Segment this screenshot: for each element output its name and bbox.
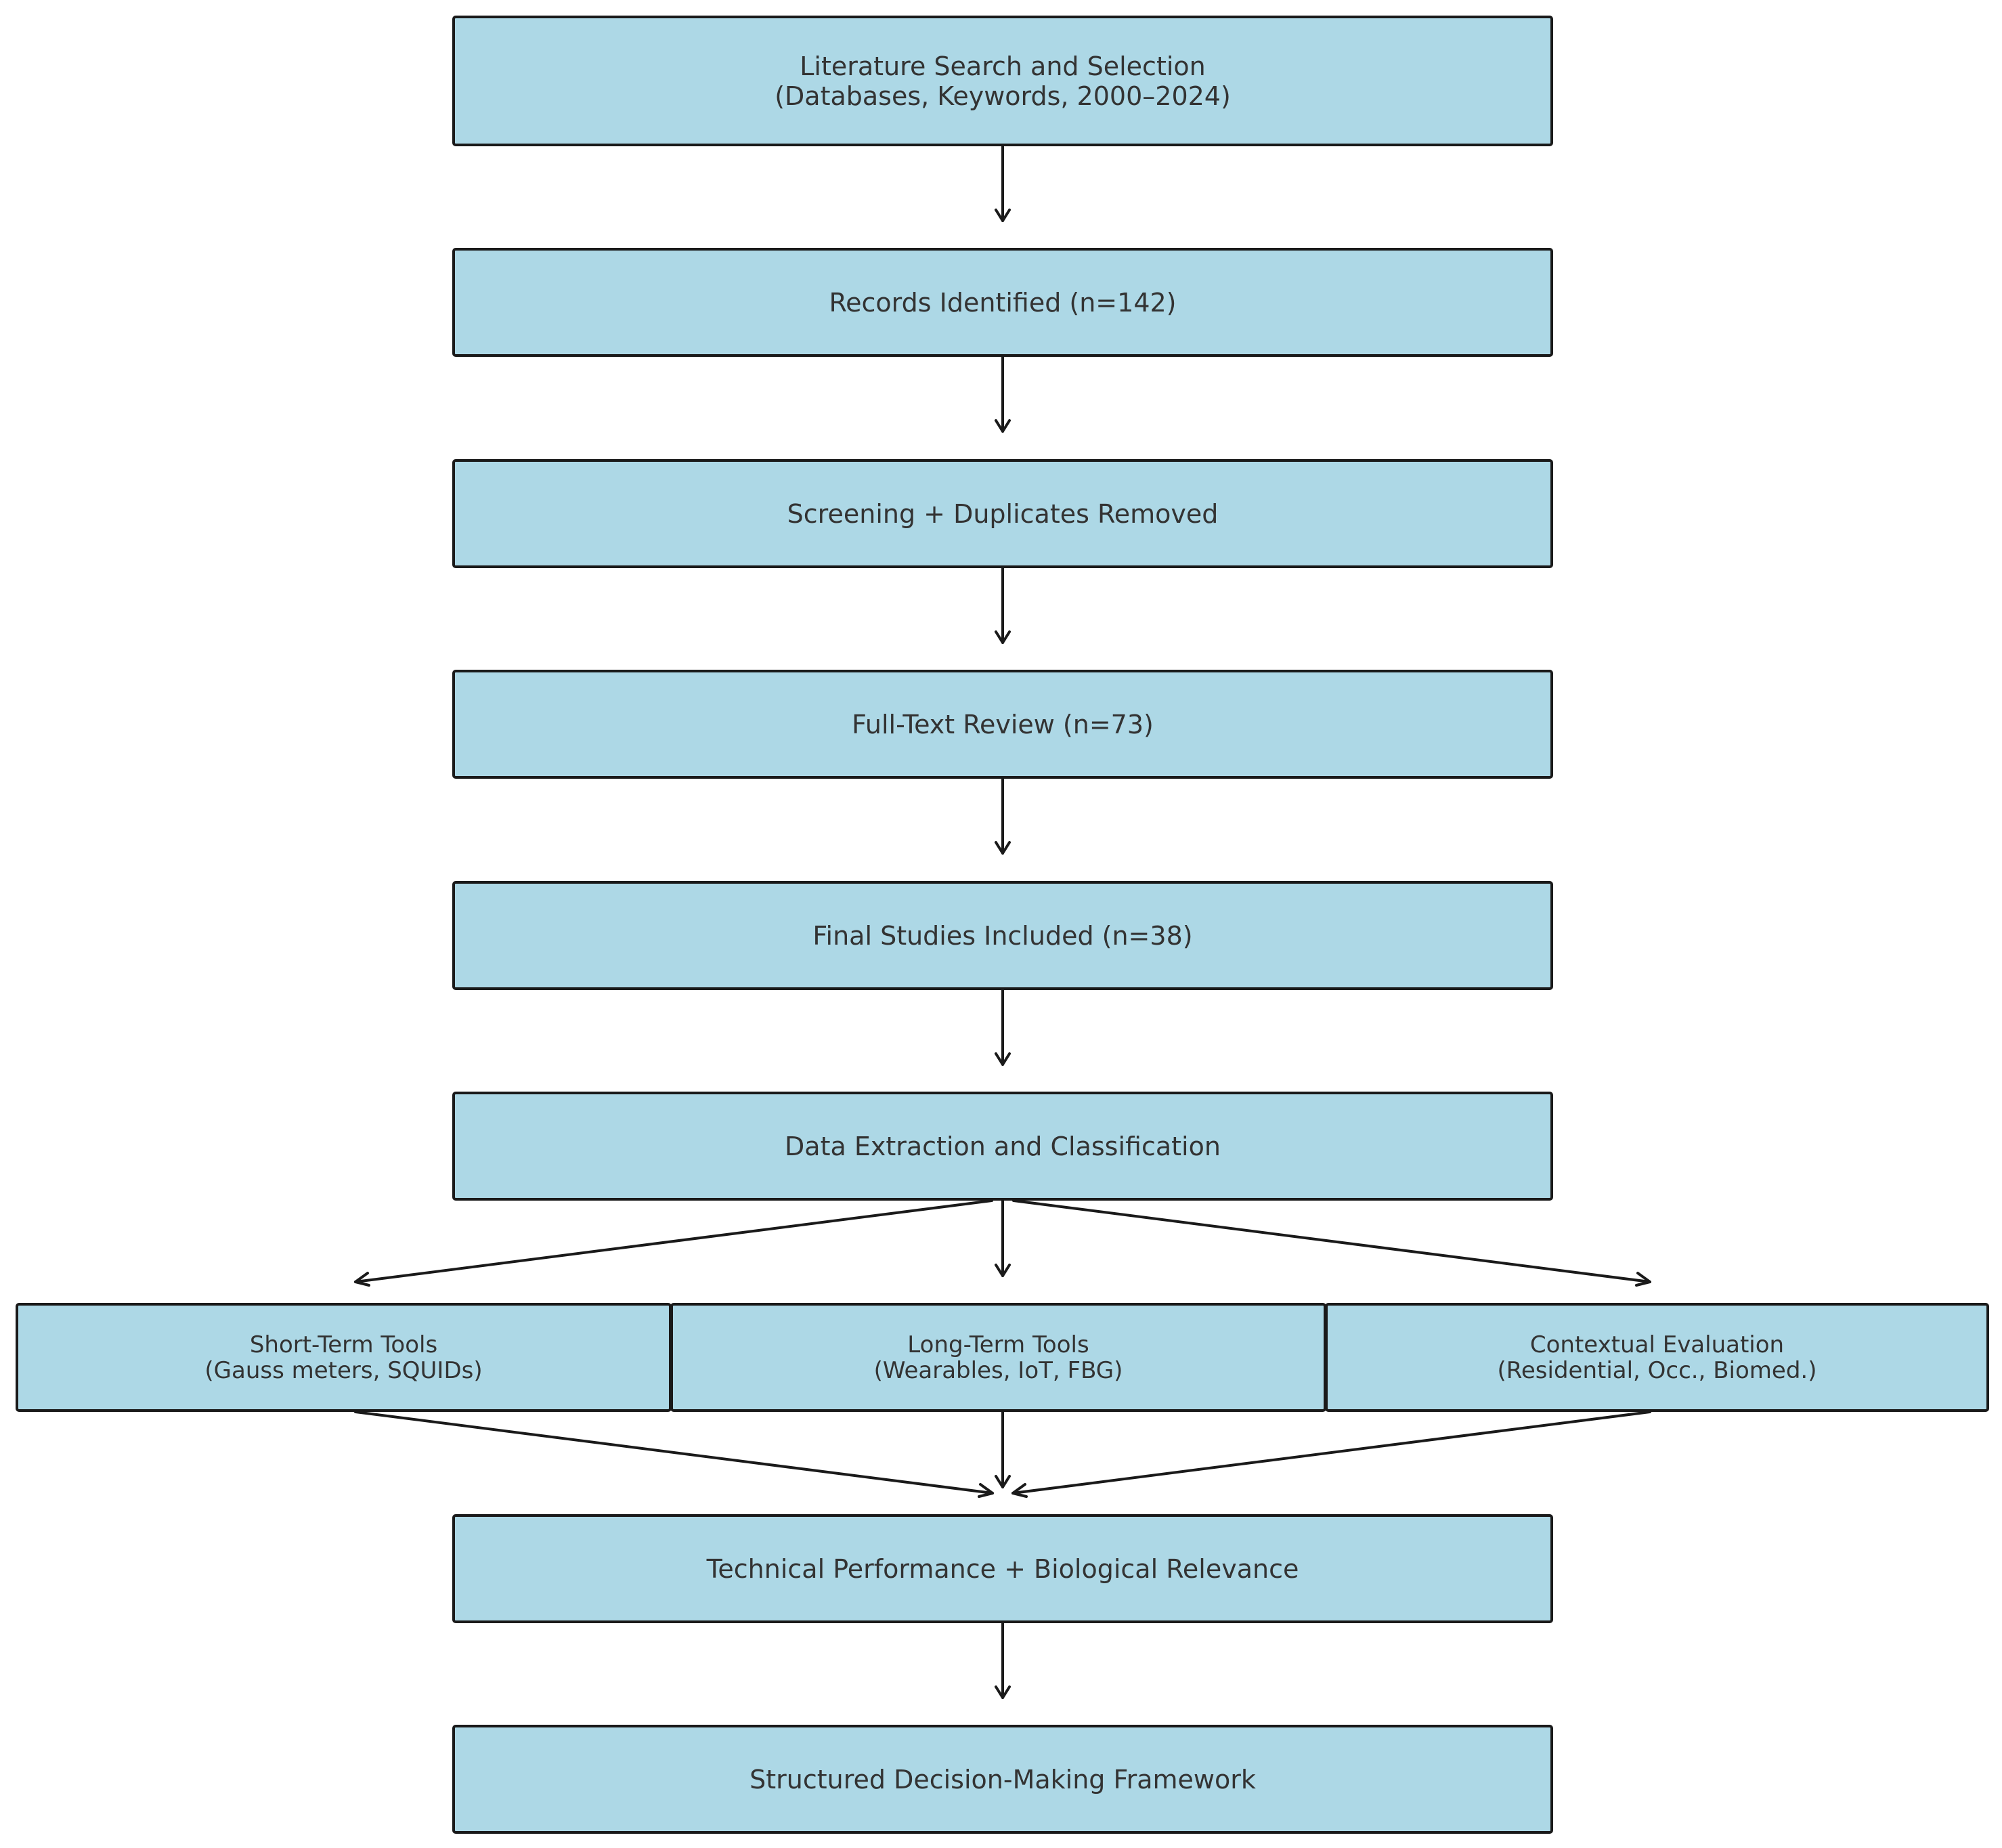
- decision-framework-label: Structured Decision-Making Framework: [749, 1764, 1256, 1795]
- contextual-evaluation-detail: (Residential, Occ., Biomed.): [1497, 1356, 1817, 1384]
- long-term-tools-box: Long-Term Tools (Wearables, IoT, FBG): [670, 1303, 1326, 1412]
- screening-label: Screening + Duplicates Removed: [787, 498, 1219, 529]
- full-text-review-box: Full-Text Review (n=73): [452, 670, 1553, 779]
- data-extraction-label: Data Extraction and Classification: [785, 1131, 1221, 1161]
- full-text-review-label: Full-Text Review (n=73): [852, 709, 1154, 739]
- contextual-evaluation-box: Contextual Evaluation (Residential, Occ.…: [1325, 1303, 1989, 1412]
- arrow-records-to-screening: [995, 356, 1011, 433]
- arrow-contextual-to-technical: [1011, 1411, 1651, 1498]
- long-term-tools-title: Long-Term Tools: [907, 1331, 1089, 1358]
- arrow-extraction-to-long-term: [995, 1199, 1011, 1277]
- arrow-final-to-extraction: [995, 989, 1011, 1066]
- final-studies-label: Final Studies Included (n=38): [812, 920, 1193, 951]
- short-term-tools-title: Short-Term Tools: [249, 1331, 438, 1358]
- literature-search-box: Literature Search and Selection (Databas…: [452, 16, 1553, 146]
- arrow-technical-to-framework: [995, 1622, 1011, 1699]
- technical-performance-box: Technical Performance + Biological Relev…: [452, 1514, 1553, 1623]
- records-identified-box: Records Identified (n=142): [452, 248, 1553, 357]
- short-term-tools-box: Short-Term Tools (Gauss meters, SQUIDs): [16, 1303, 672, 1412]
- arrow-extraction-to-short-term: [354, 1199, 993, 1287]
- arrow-search-to-records: [995, 145, 1011, 222]
- literature-search-title: Literature Search and Selection: [800, 51, 1206, 81]
- technical-performance-label: Technical Performance + Biological Relev…: [706, 1553, 1299, 1584]
- arrow-long-term-to-technical: [995, 1411, 1011, 1488]
- contextual-evaluation-title: Contextual Evaluation: [1529, 1331, 1785, 1358]
- data-extraction-box: Data Extraction and Classification: [452, 1092, 1553, 1201]
- arrow-screening-to-fulltext: [995, 567, 1011, 644]
- literature-search-detail: (Databases, Keywords, 2000–2024): [775, 81, 1231, 111]
- short-term-tools-detail: (Gauss meters, SQUIDs): [204, 1356, 483, 1384]
- long-term-tools-detail: (Wearables, IoT, FBG): [873, 1356, 1123, 1384]
- arrow-fulltext-to-final: [995, 777, 1011, 855]
- final-studies-box: Final Studies Included (n=38): [452, 881, 1553, 990]
- records-identified-label: Records Identified (n=142): [829, 287, 1177, 318]
- arrow-extraction-to-contextual: [1012, 1199, 1651, 1287]
- screening-box: Screening + Duplicates Removed: [452, 459, 1553, 568]
- decision-framework-box: Structured Decision-Making Framework: [452, 1725, 1553, 1834]
- arrow-short-term-to-technical: [354, 1411, 994, 1498]
